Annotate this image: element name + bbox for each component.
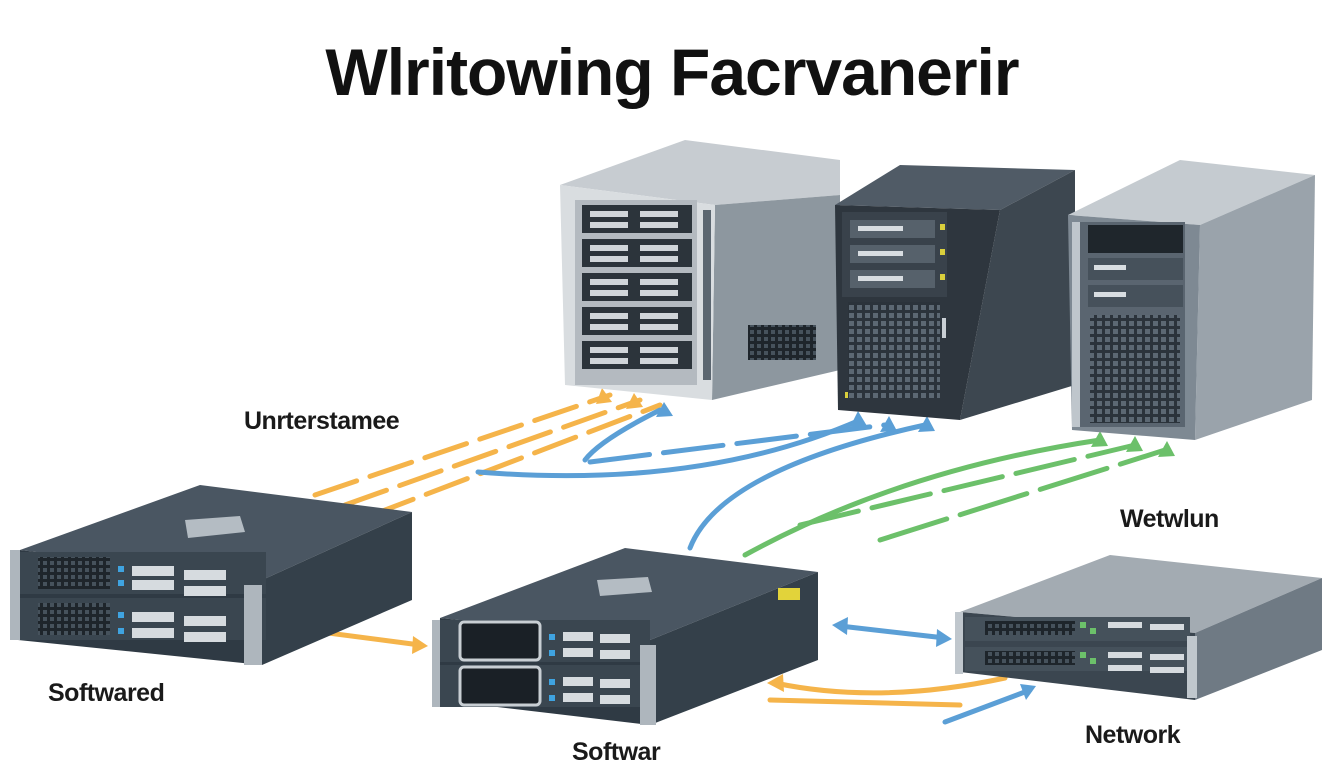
orange-return-2 bbox=[767, 697, 963, 708]
blue-return bbox=[942, 687, 1033, 725]
side-vent bbox=[748, 325, 816, 360]
arrow-orange-right bbox=[412, 636, 428, 654]
arrow-blue-1 bbox=[656, 402, 673, 417]
arrow-green-1 bbox=[1091, 431, 1108, 447]
arrow-green-3 bbox=[1158, 441, 1175, 457]
arrow-orange-1 bbox=[596, 388, 612, 404]
arrow-orange-2 bbox=[626, 393, 643, 409]
arrow-blue-right bbox=[936, 629, 952, 647]
green-link-1 bbox=[742, 437, 1103, 558]
arrow-blue-4 bbox=[918, 416, 935, 432]
arrow-orange-return bbox=[767, 674, 784, 692]
blue-bidirectional bbox=[837, 623, 948, 641]
drive-bays bbox=[582, 205, 692, 369]
label-bottom-left: Softwared bbox=[48, 679, 165, 707]
green-link-3 bbox=[877, 447, 1168, 543]
green-link-2 bbox=[797, 442, 1138, 528]
rack-server-center bbox=[432, 548, 818, 725]
diagram-title: Wlritowing Facrvanerir bbox=[325, 35, 1019, 109]
rack-server-left bbox=[10, 485, 412, 665]
orange-return bbox=[772, 675, 1008, 696]
orange-link-1 bbox=[312, 392, 613, 498]
blue-link-3 bbox=[587, 422, 888, 465]
label-upper-left: Unrterstamee bbox=[244, 407, 400, 435]
label-bottom-right: Network bbox=[1085, 721, 1181, 749]
orange-link-2 bbox=[342, 397, 643, 508]
tower-server-1 bbox=[560, 140, 840, 400]
tower-server-2 bbox=[835, 165, 1075, 420]
front-vent bbox=[848, 302, 940, 398]
arrow-blue-return bbox=[1020, 684, 1036, 700]
switch-right bbox=[955, 555, 1322, 700]
blue-link-2 bbox=[475, 417, 863, 479]
arrow-blue-2 bbox=[850, 411, 867, 427]
arrow-blue-3 bbox=[880, 416, 897, 432]
front-vent bbox=[1090, 315, 1180, 423]
network-diagram bbox=[10, 140, 1322, 725]
blue-link-4 bbox=[687, 422, 928, 551]
arrow-blue-left bbox=[832, 617, 848, 635]
tower-server-3 bbox=[1068, 160, 1315, 440]
orange-link-3 bbox=[369, 402, 663, 518]
label-right-middle: Wetwlun bbox=[1120, 505, 1219, 533]
arrow-green-2 bbox=[1126, 436, 1143, 452]
label-bottom-center: Softwar bbox=[572, 738, 661, 766]
connection-lines bbox=[287, 392, 1168, 725]
blue-link-1 bbox=[582, 407, 663, 463]
